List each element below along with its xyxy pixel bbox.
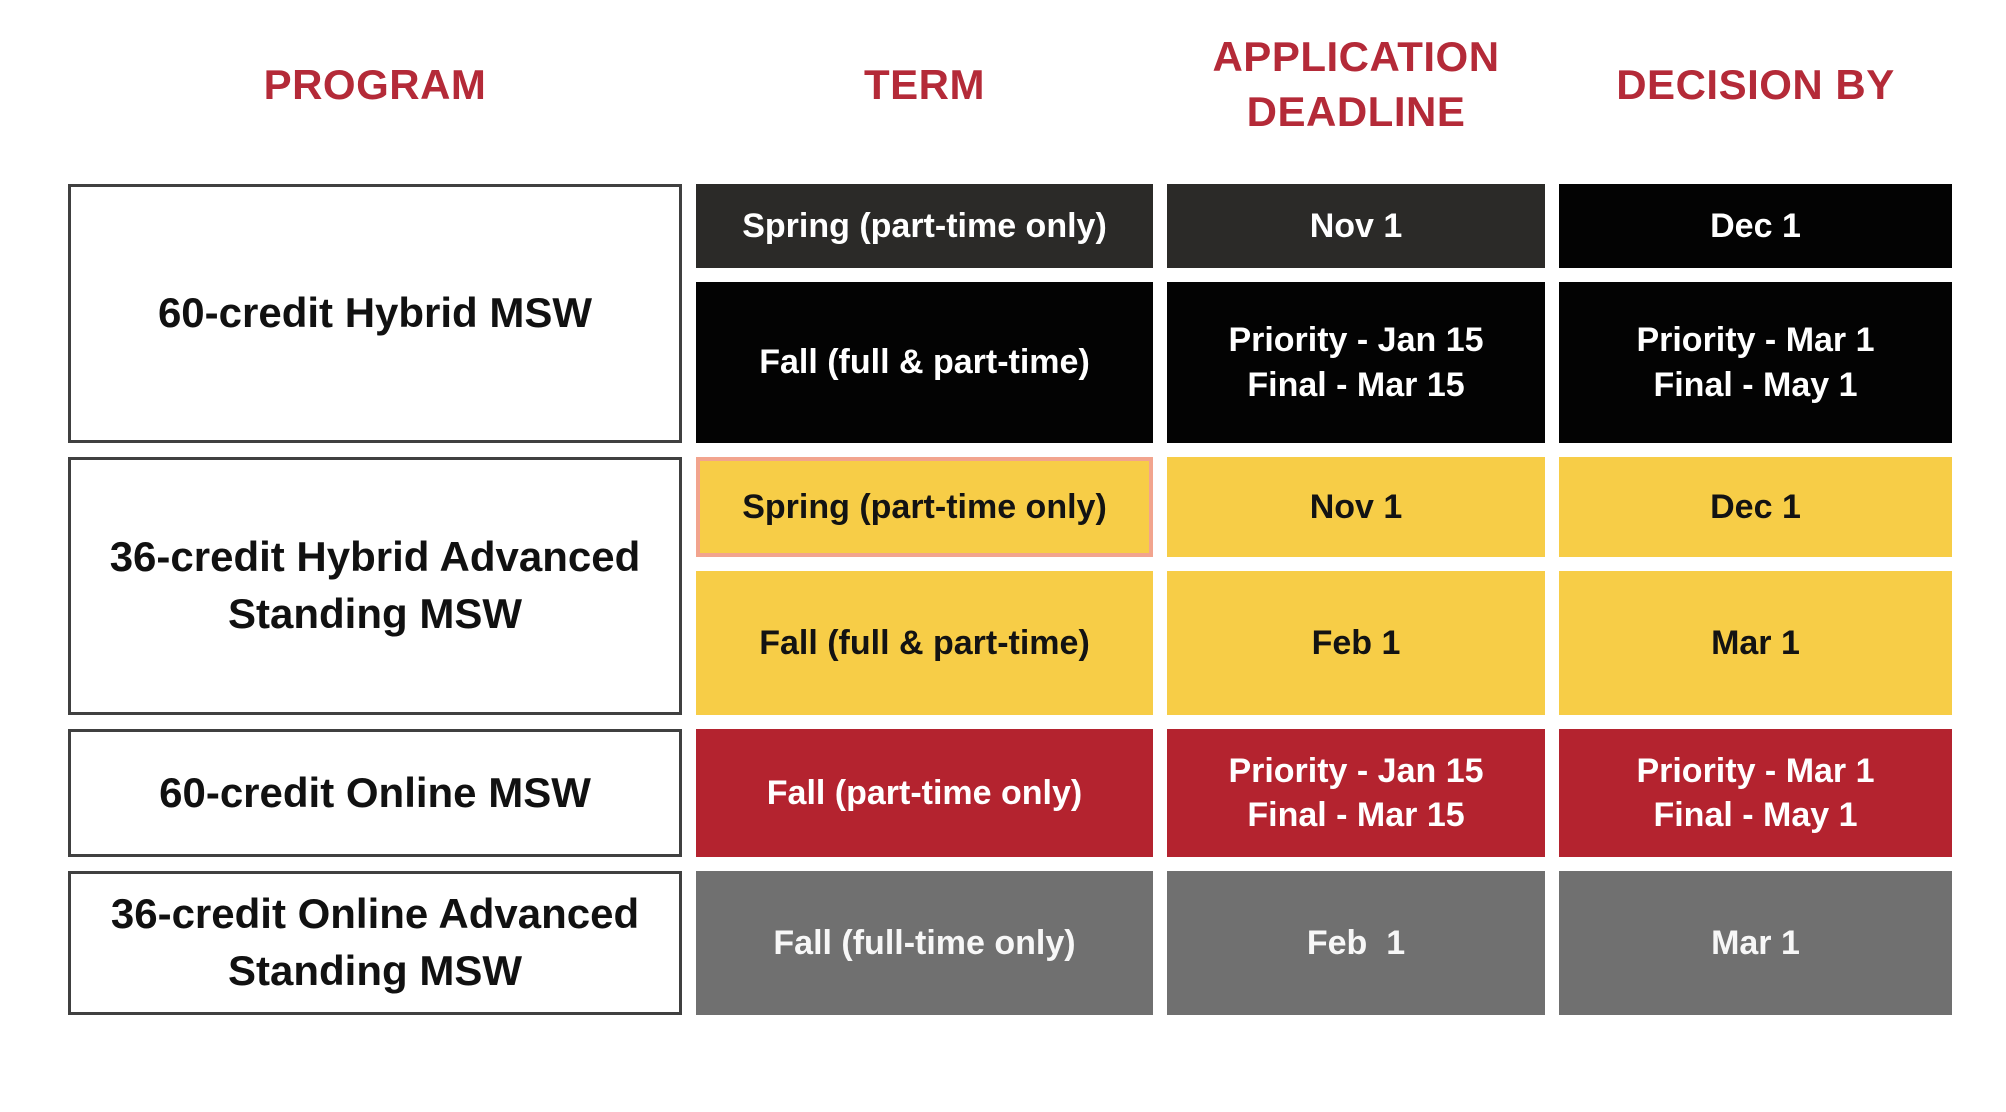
column-header-program-label: PROGRAM bbox=[263, 60, 487, 108]
column-header-program: PROGRAM bbox=[68, 0, 682, 170]
deadline-priority-text: Priority - Jan 15 bbox=[1228, 751, 1484, 790]
decision-cell-hybrid60-spring: Dec 1 bbox=[1559, 184, 1952, 268]
program-cell-60-credit-hybrid-msw: 60-credit Hybrid MSW bbox=[68, 184, 682, 443]
decision-text: Dec 1 bbox=[1710, 206, 1801, 245]
decision-cell-advstanding-hybrid-spring: Dec 1 bbox=[1559, 457, 1952, 557]
decision-final-text: Final - May 1 bbox=[1653, 365, 1858, 404]
term-text: Fall (part-time only) bbox=[766, 773, 1083, 812]
deadline-priority-text: Priority - Jan 15 bbox=[1228, 321, 1484, 360]
deadline-text: Nov 1 bbox=[1309, 487, 1403, 526]
decision-cell-hybrid60-fall: Priority - Mar 1 Final - May 1 bbox=[1559, 282, 1952, 443]
deadline-text: Feb 1 bbox=[1311, 623, 1401, 662]
deadline-cell-hybrid60-fall: Priority - Jan 15 Final - Mar 15 bbox=[1167, 282, 1545, 443]
term-cell-advstanding-hybrid-spring-highlighted: Spring (part-time only) bbox=[696, 457, 1153, 557]
program-name: 36-credit Hybrid Advanced Standing MSW bbox=[109, 533, 652, 637]
program-name: 60-credit Online MSW bbox=[159, 768, 591, 816]
deadline-final-text: Final - Mar 15 bbox=[1247, 365, 1465, 404]
term-cell-online-advstanding-fall: Fall (full-time only) bbox=[696, 871, 1153, 1015]
decision-cell-online60-fall: Priority - Mar 1 Final - May 1 bbox=[1559, 729, 1952, 857]
deadline-cell-advstanding-hybrid-fall: Feb 1 bbox=[1167, 571, 1545, 715]
decision-cell-online-advstanding-fall: Mar 1 bbox=[1559, 871, 1952, 1015]
deadline-cell-online60-fall: Priority - Jan 15 Final - Mar 15 bbox=[1167, 729, 1545, 857]
decision-text: Mar 1 bbox=[1711, 623, 1800, 662]
column-header-application-deadline: APPLICATION DEADLINE bbox=[1167, 0, 1545, 170]
deadline-text: Feb 1 bbox=[1306, 923, 1406, 962]
program-name: 36-credit Online Advanced Standing MSW bbox=[110, 890, 651, 994]
term-cell-advstanding-hybrid-fall: Fall (full & part-time) bbox=[696, 571, 1153, 715]
deadline-cell-advstanding-hybrid-spring: Nov 1 bbox=[1167, 457, 1545, 557]
decision-cell-advstanding-hybrid-fall: Mar 1 bbox=[1559, 571, 1952, 715]
column-header-term-label: TERM bbox=[864, 60, 985, 108]
deadline-cell-online-advstanding-fall: Feb 1 bbox=[1167, 871, 1545, 1015]
decision-priority-text: Priority - Mar 1 bbox=[1636, 751, 1875, 790]
term-cell-hybrid60-fall: Fall (full & part-time) bbox=[696, 282, 1153, 443]
column-header-decision-by: DECISION BY bbox=[1559, 0, 1952, 170]
program-cell-60-credit-online-msw: 60-credit Online MSW bbox=[68, 729, 682, 857]
program-cell-36-credit-hybrid-advanced-standing-msw: 36-credit Hybrid Advanced Standing MSW bbox=[68, 457, 682, 715]
term-cell-hybrid60-spring: Spring (part-time only) bbox=[696, 184, 1153, 268]
decision-text: Dec 1 bbox=[1710, 487, 1801, 526]
decision-priority-text: Priority - Mar 1 bbox=[1636, 321, 1875, 360]
column-header-decision-by-label: DECISION BY bbox=[1616, 60, 1895, 108]
term-text: Fall (full & part-time) bbox=[759, 623, 1090, 662]
program-cell-36-credit-online-advanced-standing-msw: 36-credit Online Advanced Standing MSW bbox=[68, 871, 682, 1015]
decision-final-text: Final - May 1 bbox=[1653, 796, 1858, 834]
term-cell-online60-fall: Fall (part-time only) bbox=[696, 729, 1153, 857]
column-header-term: TERM bbox=[696, 0, 1153, 170]
deadlines-table: PROGRAM TERM APPLICATION DEADLINE DECISI… bbox=[68, 0, 1952, 1015]
deadline-cell-hybrid60-spring: Nov 1 bbox=[1167, 184, 1545, 268]
column-header-application-deadline-label: APPLICATION DEADLINE bbox=[1212, 33, 1500, 135]
term-text: Spring (part-time only) bbox=[742, 206, 1107, 245]
term-text: Spring (part-time only) bbox=[742, 487, 1107, 526]
program-name: 60-credit Hybrid MSW bbox=[157, 289, 593, 337]
term-text: Fall (full & part-time) bbox=[759, 343, 1090, 382]
decision-text: Mar 1 bbox=[1711, 923, 1800, 962]
deadline-final-text: Final - Mar 15 bbox=[1247, 796, 1465, 834]
term-text: Fall (full-time only) bbox=[773, 923, 1076, 962]
deadline-text: Nov 1 bbox=[1309, 206, 1403, 245]
